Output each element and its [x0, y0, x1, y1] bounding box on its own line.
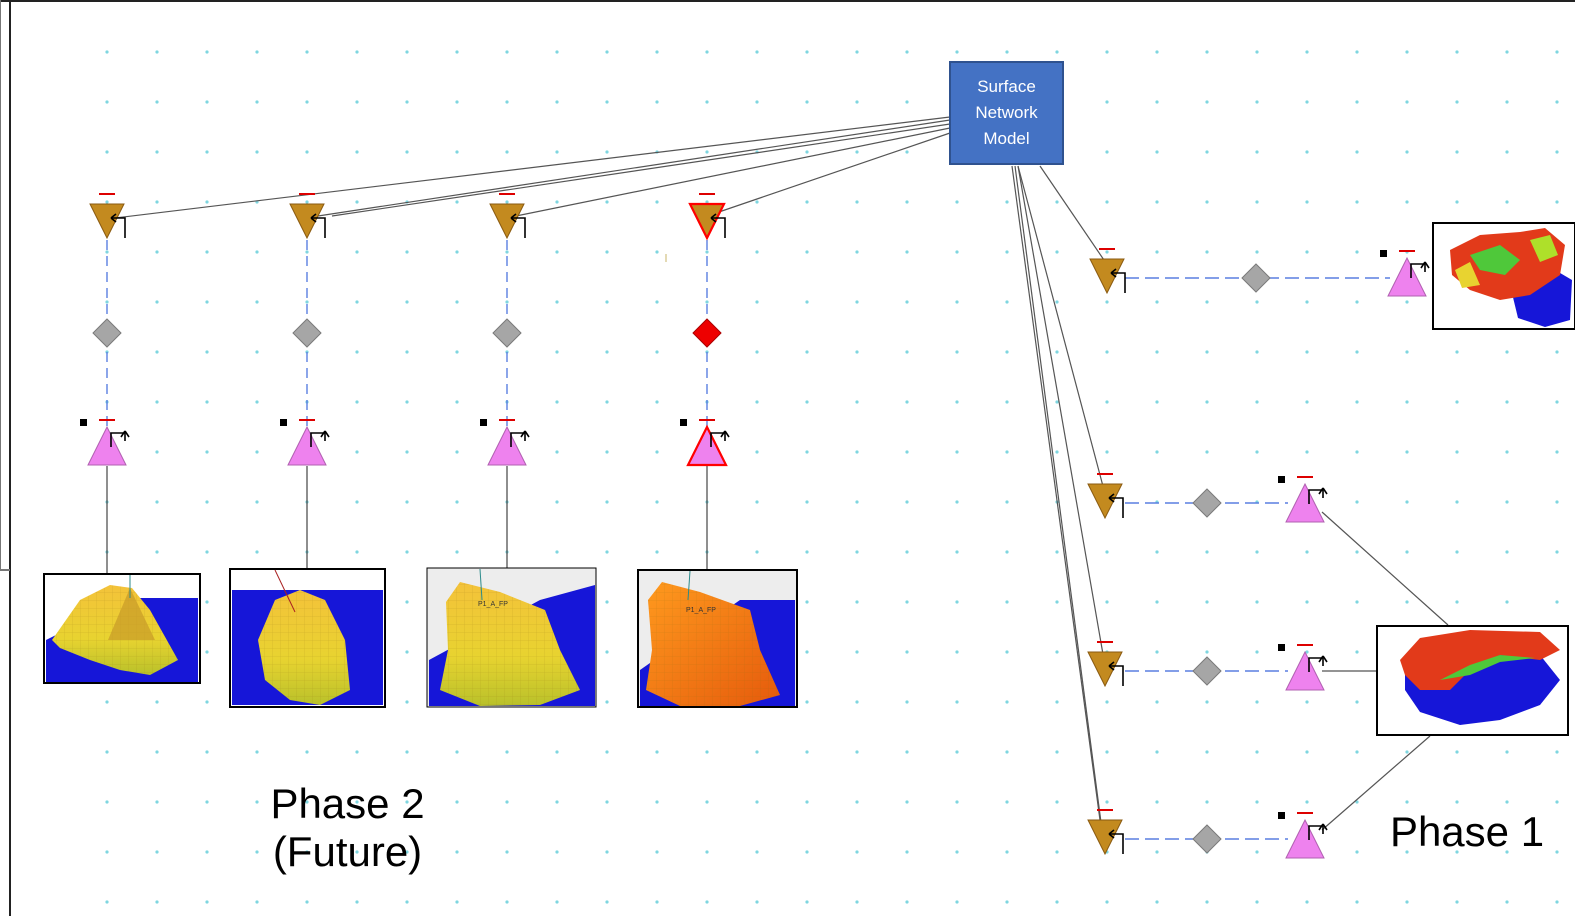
phase2-reservoir-links [106, 466, 708, 575]
source-node[interactable] [1278, 644, 1328, 691]
sink-node-highlighted[interactable] [688, 193, 726, 241]
sink-node[interactable] [1087, 641, 1124, 688]
surface-network-model-node[interactable]: Surface Network Model [949, 61, 1064, 165]
valve-diamond[interactable] [1192, 656, 1222, 686]
sink-node[interactable] [289, 193, 326, 240]
dot-grid [100, 48, 1575, 916]
sink-node[interactable] [1089, 248, 1126, 295]
source-node-highlighted[interactable] [680, 419, 730, 467]
phase1-label: Phase 1 [1389, 808, 1545, 855]
valve-diamond[interactable] [1192, 824, 1222, 854]
reservoir-model-image-highlighted[interactable]: P1_A_FP [637, 569, 798, 708]
reservoir-model-image[interactable] [43, 573, 201, 684]
sink-node[interactable] [1087, 809, 1124, 856]
phase2-subtitle: (Future) [272, 828, 423, 875]
surface-network-label-line3: Model [983, 129, 1030, 148]
valve-diamond[interactable] [1192, 488, 1222, 518]
reservoir-label: P1_A_FP [686, 607, 716, 614]
reservoir-model-image[interactable] [1432, 222, 1575, 330]
phase2-title: Phase 2 [270, 780, 425, 827]
valve-diamond[interactable] [492, 318, 522, 348]
reservoir-model-image[interactable] [1376, 625, 1569, 736]
sink-node[interactable] [89, 193, 126, 240]
source-node[interactable] [480, 419, 530, 466]
phase1-reservoir-links [1321, 511, 1449, 831]
valve-diamond-highlighted[interactable] [692, 318, 722, 348]
source-node[interactable] [1380, 250, 1430, 297]
sink-node[interactable] [1087, 473, 1124, 520]
phase2-network-lines [114, 116, 951, 219]
reservoir-model-image[interactable]: P1_A_FP [426, 567, 597, 708]
valve-diamond[interactable] [1241, 263, 1271, 293]
surface-network-label-line2: Network [975, 103, 1038, 122]
reservoir-label: P1_A_FP [478, 601, 508, 608]
source-node[interactable] [1278, 812, 1328, 859]
phase2-label: Phase 2 (Future) [230, 780, 465, 876]
source-node[interactable] [280, 419, 330, 466]
sink-node[interactable] [489, 193, 526, 240]
phase1-network-lines [1011, 165, 1107, 831]
valve-diamond[interactable] [292, 318, 322, 348]
reservoir-model-image[interactable] [229, 568, 386, 708]
valve-diamond[interactable] [92, 318, 122, 348]
source-node[interactable] [1278, 476, 1328, 523]
source-node[interactable] [80, 419, 130, 466]
surface-network-label-line1: Surface [977, 77, 1036, 96]
